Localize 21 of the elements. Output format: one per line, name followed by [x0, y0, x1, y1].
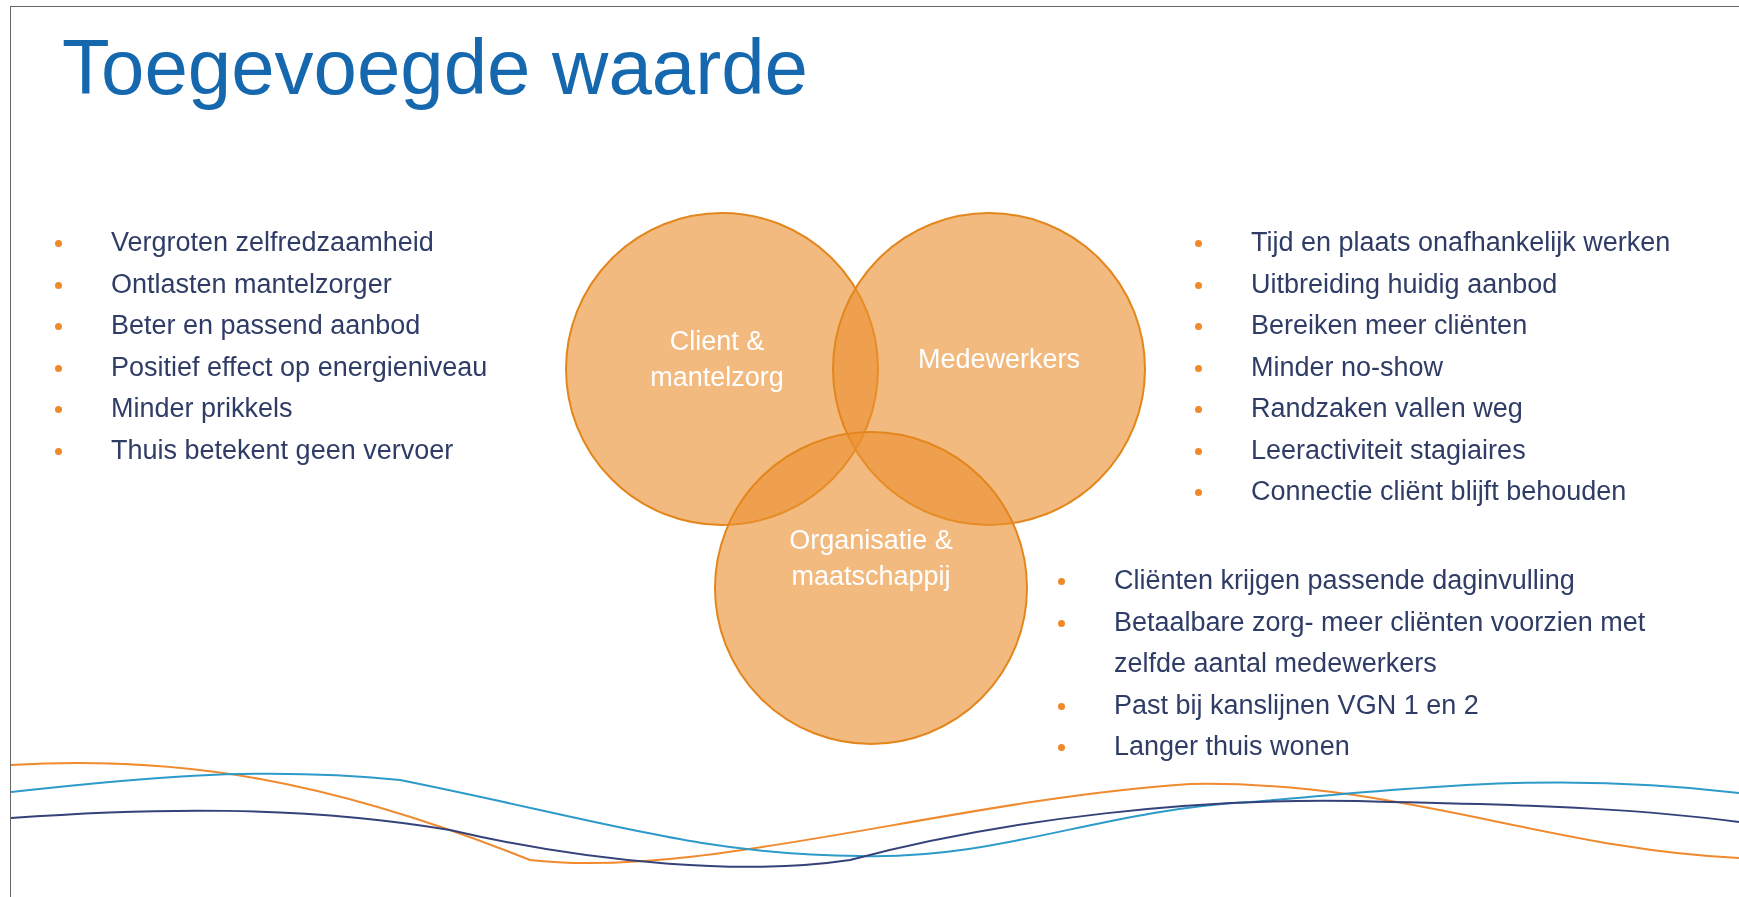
bullet-point-text: Minder prikkels	[111, 393, 293, 423]
bullet-point-text: Betaalbare zorg- meer cliënten voorzien met zelfde aantal medewerkers	[1114, 606, 1646, 678]
bullet-point-text: Ontlasten mantelzorger	[111, 268, 392, 299]
bullet-point-text: Cliënten krijgen passende daginvulling	[1114, 565, 1575, 595]
bullet-point-text: Tijd en plaats onafhankelijk werken	[1251, 227, 1671, 257]
bullet-point-text: Leeractiviteit stagiaires	[1251, 434, 1526, 465]
bullet-point-text: Connectie cliënt blijft behouden	[1251, 476, 1627, 506]
bullet-point-text: Thuis betekent geen vervoer	[111, 434, 454, 465]
bullet-point-text: Vergroten zelfredzaamheid	[111, 227, 434, 257]
bullet-point-text: Bereiken meer cliënten	[1251, 310, 1528, 340]
slide-title: Toegevoegde waarde	[62, 22, 808, 113]
circle-label: Organisatie & maatschappij	[788, 523, 954, 593]
bullet-point-text: Langer thuis wonen	[1114, 731, 1350, 761]
circle-label: Medewerkers	[916, 342, 1082, 376]
bullet-point-text: Past bij kanslijnen VGN 1 en 2	[1114, 689, 1479, 720]
bullet-point-text: Beter en passend aanbod	[111, 310, 421, 340]
bullet-point-text: Positief effect op energieniveau	[111, 351, 488, 382]
circle-label: Client & mantelzorg	[649, 324, 785, 394]
bullet-point-text: Minder no-show	[1251, 351, 1444, 382]
bullet-point-text: Randzaken vallen weg	[1251, 393, 1523, 423]
bullet-point-text: Uitbreiding huidig aanbod	[1251, 268, 1558, 299]
